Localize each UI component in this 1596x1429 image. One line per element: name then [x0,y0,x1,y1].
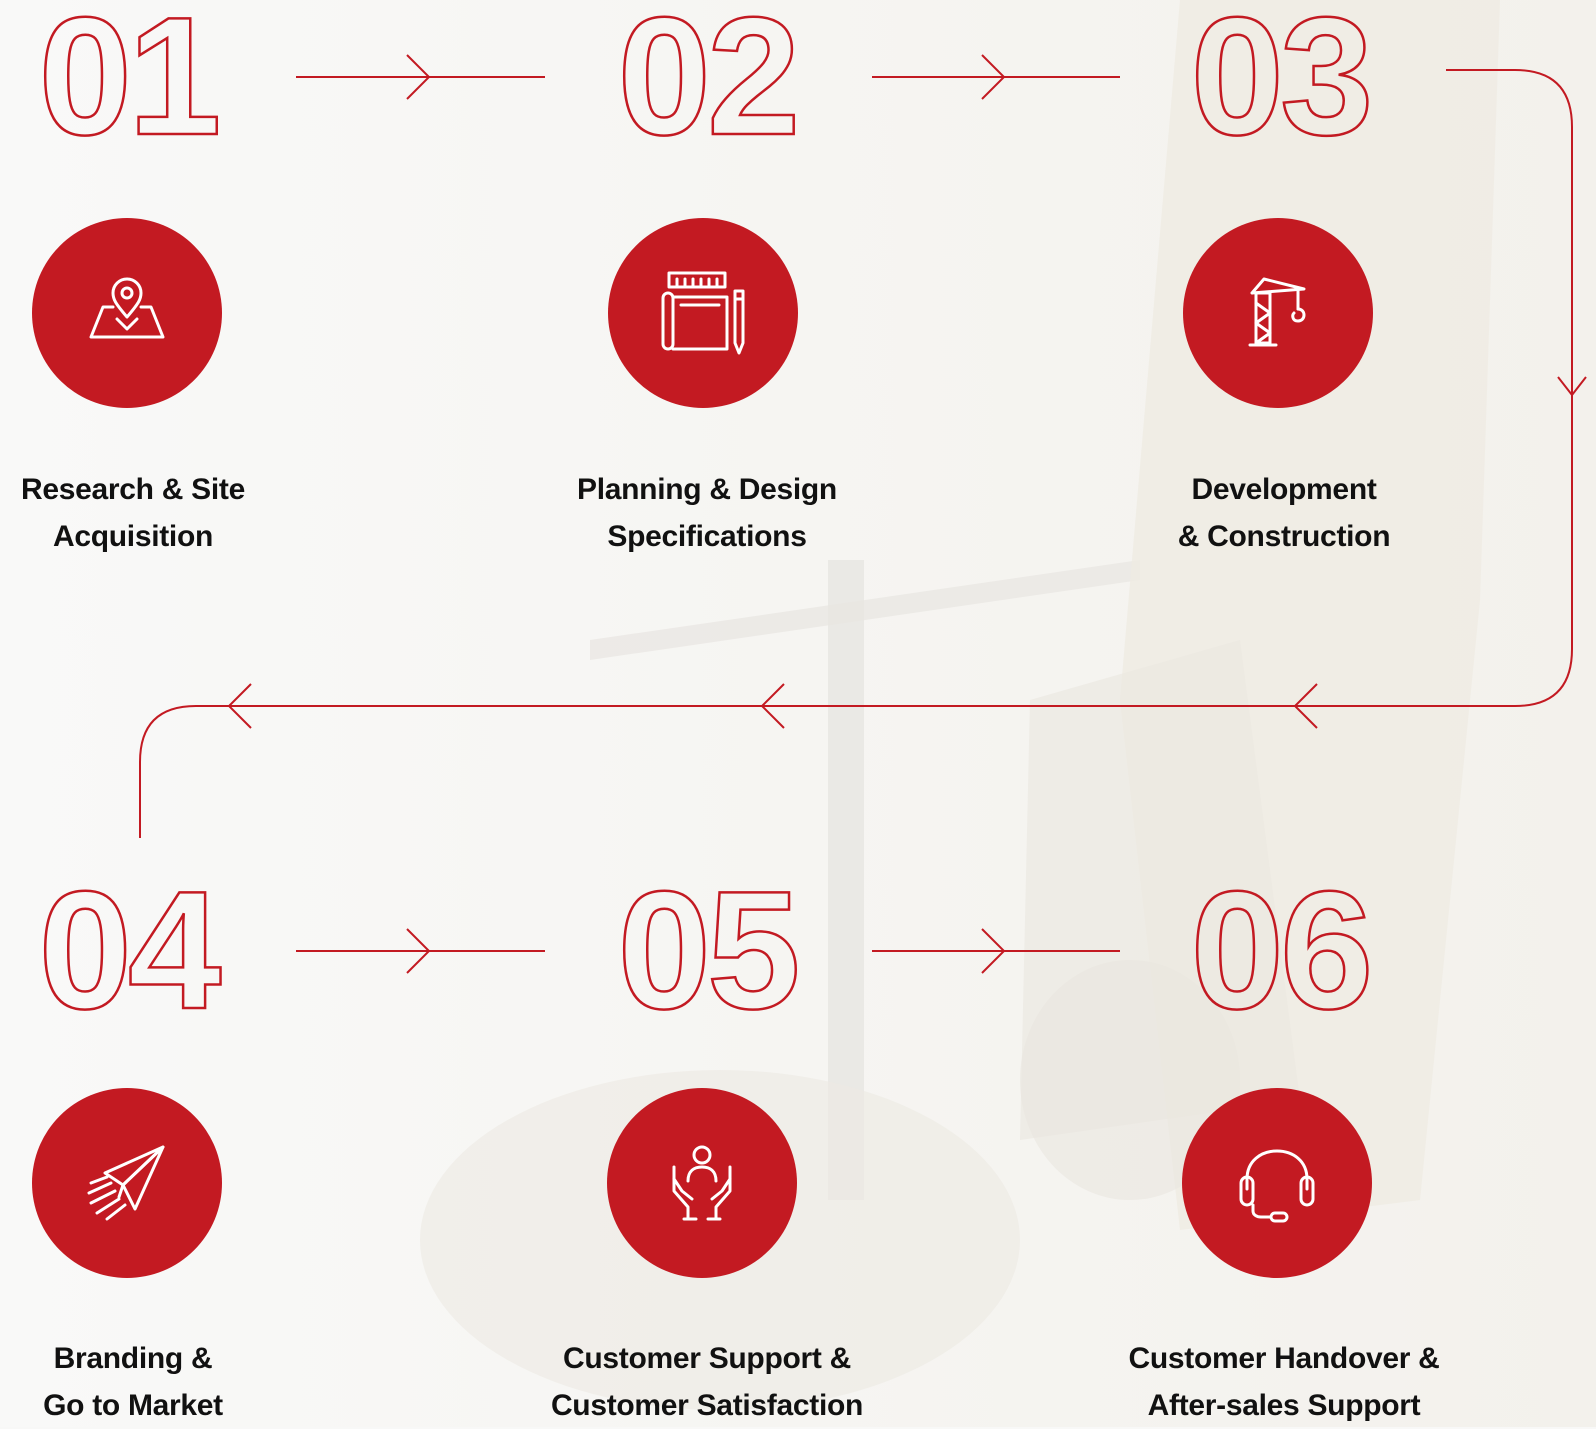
step-label-01: Research & Site Acquisition [0,466,343,560]
map-pin-icon [89,277,165,339]
paper-plane-icon [87,1145,165,1221]
step-number-03: 03 [1189,0,1374,170]
step-number-01: 01 [37,0,222,170]
step-label-05: Customer Support & Customer Satisfaction [497,1335,917,1429]
step-icon-04 [32,1088,222,1278]
step-label-03-line2: & Construction [1177,520,1391,553]
left-arrowhead-3 [227,683,252,729]
arrow-01-to-02 [296,54,545,100]
step-number-02: 02 [616,0,801,170]
step-label-03: Development & Construction [1074,466,1494,560]
step-label-02-line2: Specifications [607,520,807,553]
step-label-04-line1: Branding & [53,1342,213,1375]
step-label-03-line1: Development [1191,473,1377,506]
return-path [139,69,1573,838]
step-icon-02 [608,218,798,408]
step-label-04-line2: Go to Market [43,1389,223,1422]
step-label-05-line1: Customer Support & [563,1342,851,1375]
step-label-01-line2: Acquisition [52,520,214,553]
step-label-02: Planning & Design Specifications [497,466,917,560]
care-hands-icon [672,1145,732,1221]
step-icon-01 [32,218,222,408]
step-label-06-line1: Customer Handover & [1128,1342,1440,1375]
step-number-06: 06 [1189,856,1374,1044]
step-label-05-line2: Customer Satisfaction [550,1389,864,1422]
step-label-04: Branding & Go to Market [0,1335,343,1429]
headset-icon [1239,1149,1315,1223]
left-arrowhead-2 [760,683,785,729]
left-arrowhead-1 [1293,683,1318,729]
crane-icon [1248,277,1306,347]
arrow-02-to-03 [872,54,1120,100]
down-arrowhead [1557,376,1587,397]
arrow-04-to-05 [296,928,545,974]
step-number-04: 04 [37,856,222,1044]
step-label-02-line1: Planning & Design [577,473,837,506]
step-label-06-line2: After-sales Support [1147,1389,1421,1422]
blueprint-icon [661,271,745,355]
step-label-01-line1: Research & Site [21,473,245,506]
step-icon-03 [1183,218,1373,408]
step-label-06: Customer Handover & After-sales Support [1074,1335,1494,1429]
step-icon-06 [1182,1088,1372,1278]
arrow-05-to-06 [872,928,1120,974]
step-number-05: 05 [616,856,801,1044]
step-icon-05 [607,1088,797,1278]
